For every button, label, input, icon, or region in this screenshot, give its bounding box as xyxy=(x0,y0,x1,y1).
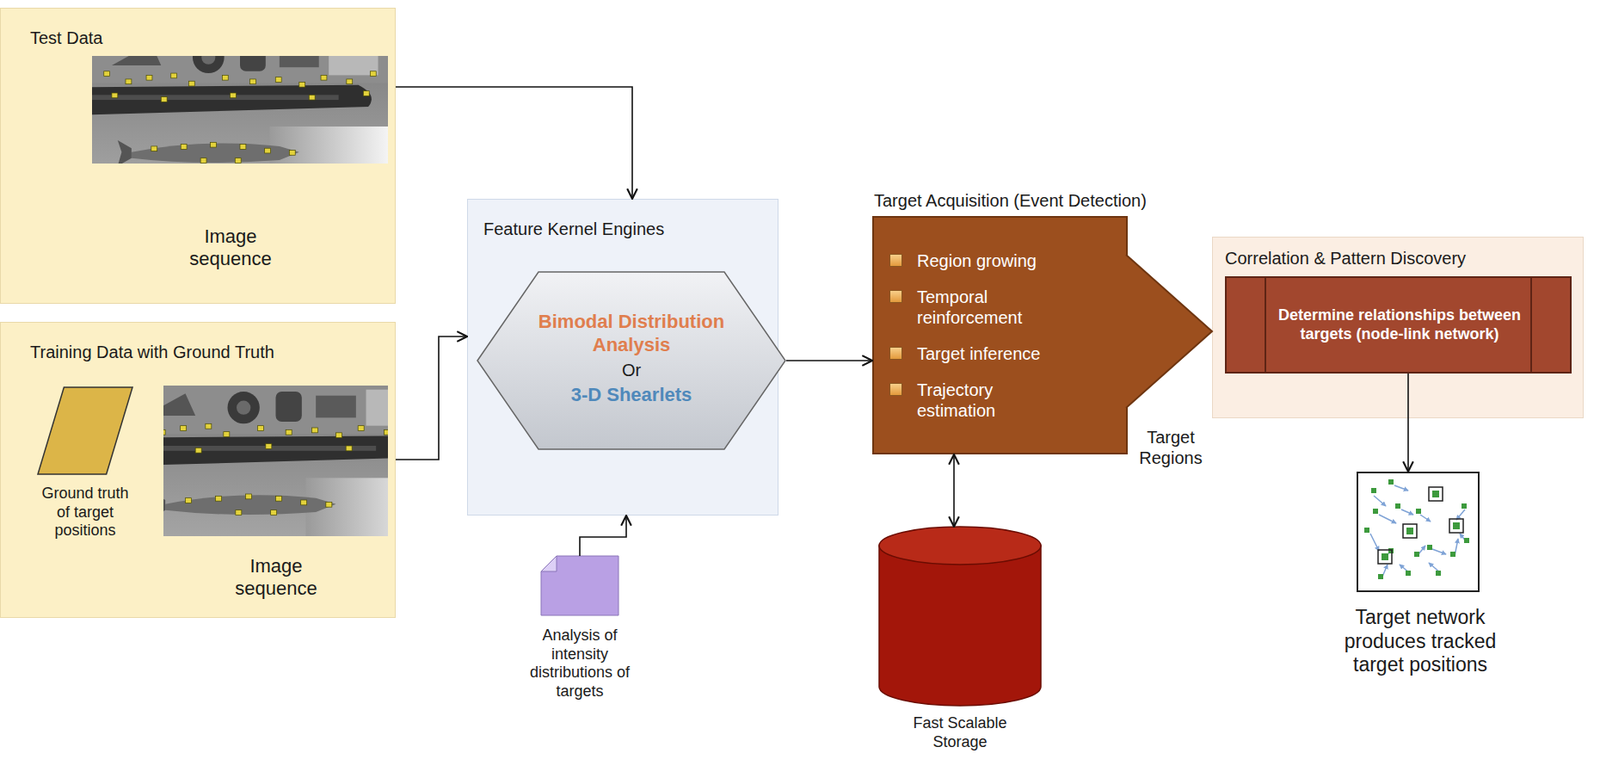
network-icon: Target network produces tracked target p… xyxy=(1356,471,1480,592)
cylinder-top xyxy=(879,526,1041,565)
network-link xyxy=(1432,548,1447,554)
edge-label: Target Regions xyxy=(1129,426,1213,468)
network-node xyxy=(1395,503,1401,509)
acquisition-box: Target Acquisition (Event Detection)Regi… xyxy=(872,215,1128,455)
network-node xyxy=(1415,508,1422,514)
network-node xyxy=(1364,527,1370,533)
data-panel: Training Data with Ground TruthImage seq… xyxy=(0,321,396,618)
network-link xyxy=(1428,562,1441,573)
connector-arrow xyxy=(786,359,873,362)
network-link xyxy=(1420,514,1431,522)
engine-panel: Feature Kernel EnginesBimodal Distributi… xyxy=(467,198,779,516)
network-drawing xyxy=(1364,479,1470,579)
network-node xyxy=(1388,547,1394,554)
network-link xyxy=(1401,509,1414,515)
network-node xyxy=(1364,479,1470,579)
panel-heading: Training Data with Ground Truth xyxy=(30,341,275,363)
ground-truth-shape-outline xyxy=(36,386,134,475)
connector-arrow xyxy=(1407,373,1410,472)
panel-heading: Test Data xyxy=(30,27,103,49)
method-name: Bimodal Distribution Analysis xyxy=(523,310,739,357)
network-link xyxy=(1373,495,1386,506)
relationship-box: Determine relationships between targets … xyxy=(1224,276,1572,374)
connector-arrow xyxy=(395,336,468,460)
document-shape xyxy=(541,555,619,616)
network-link xyxy=(1399,564,1410,573)
network-node xyxy=(1372,508,1379,514)
step-item: Trajectory estimation xyxy=(916,379,1072,421)
shape-caption: Ground truth of target positions xyxy=(34,484,136,541)
output-caption: Target network produces tracked target p… xyxy=(1342,605,1498,677)
network-node xyxy=(1371,487,1377,493)
edge-label-holder: Target Regions xyxy=(1129,426,1213,468)
network-link xyxy=(1459,533,1467,542)
network-node xyxy=(1450,551,1456,557)
storage-cylinder: Fast Scalable Storage xyxy=(879,526,1041,706)
network-link xyxy=(1394,485,1409,491)
panel-heading: Correlation & Pattern Discovery xyxy=(1224,247,1466,269)
block-arrow xyxy=(1126,254,1213,408)
tracked-target xyxy=(1378,486,1464,564)
network-link xyxy=(1370,533,1379,551)
tracked-target xyxy=(1432,490,1440,498)
ground-truth-shape: Ground truth of target positions xyxy=(36,386,134,475)
tracked-target xyxy=(1452,522,1460,530)
network-node xyxy=(1378,573,1384,579)
cylinder-body xyxy=(879,545,1041,706)
hexagon xyxy=(477,271,786,450)
network-node xyxy=(1435,570,1441,576)
network-link xyxy=(1382,564,1388,577)
network-node xyxy=(1464,537,1470,543)
image-caption: Image sequence xyxy=(224,554,328,601)
connector-arrow xyxy=(953,454,955,527)
network-node xyxy=(1405,570,1411,576)
correlation-panel: Correlation & Pattern DiscoveryDetermine… xyxy=(1212,236,1584,419)
tracked-target xyxy=(1403,523,1417,538)
engine-hexagon-outline xyxy=(476,270,787,450)
training-image xyxy=(125,385,427,536)
network-link xyxy=(1382,550,1393,558)
step-item: Target inference xyxy=(916,343,1072,364)
network-link xyxy=(1454,538,1459,556)
tracked-target xyxy=(1378,549,1392,564)
storage-caption: Fast Scalable Storage xyxy=(895,713,1025,751)
connector-word: Or xyxy=(523,359,739,381)
engine-hexagon: Bimodal Distribution AnalysisOr3-D Shear… xyxy=(476,270,787,450)
step-item: Temporal reinforcement xyxy=(916,286,1072,328)
analysis-document-outline xyxy=(541,555,619,616)
process-text: Determine relationships between targets … xyxy=(1274,306,1525,344)
panel-heading: Feature Kernel Engines xyxy=(483,218,665,240)
storage-cylinder-outline xyxy=(879,526,1041,706)
box-heading: Target Acquisition (Event Detection) xyxy=(873,190,1147,211)
network-node xyxy=(1461,503,1467,509)
data-panel: Test DataImage sequence xyxy=(0,7,396,304)
tracked-target xyxy=(1449,518,1464,533)
image-caption: Image sequence xyxy=(178,225,283,271)
parallelogram xyxy=(37,387,133,474)
tracked-target xyxy=(1428,486,1443,501)
method-name: 3-D Shearlets xyxy=(523,383,739,407)
network-node xyxy=(1427,544,1433,550)
tracked-target xyxy=(1406,527,1414,535)
shape-caption: Analysis of intensity distributions of t… xyxy=(519,626,640,701)
network-node xyxy=(1388,479,1394,485)
analysis-document: Analysis of intensity distributions of t… xyxy=(541,555,619,616)
document-fold xyxy=(541,555,557,572)
test-image xyxy=(92,36,388,185)
network-node xyxy=(1414,551,1420,557)
network-link xyxy=(1378,514,1397,524)
network-link xyxy=(1370,485,1467,577)
tracked-target xyxy=(1381,553,1389,560)
network-link xyxy=(1418,545,1426,554)
step-item: Region growing xyxy=(916,250,1072,271)
connector-arrow xyxy=(579,515,627,556)
connector-arrow xyxy=(395,86,633,199)
network-link xyxy=(1456,509,1465,520)
